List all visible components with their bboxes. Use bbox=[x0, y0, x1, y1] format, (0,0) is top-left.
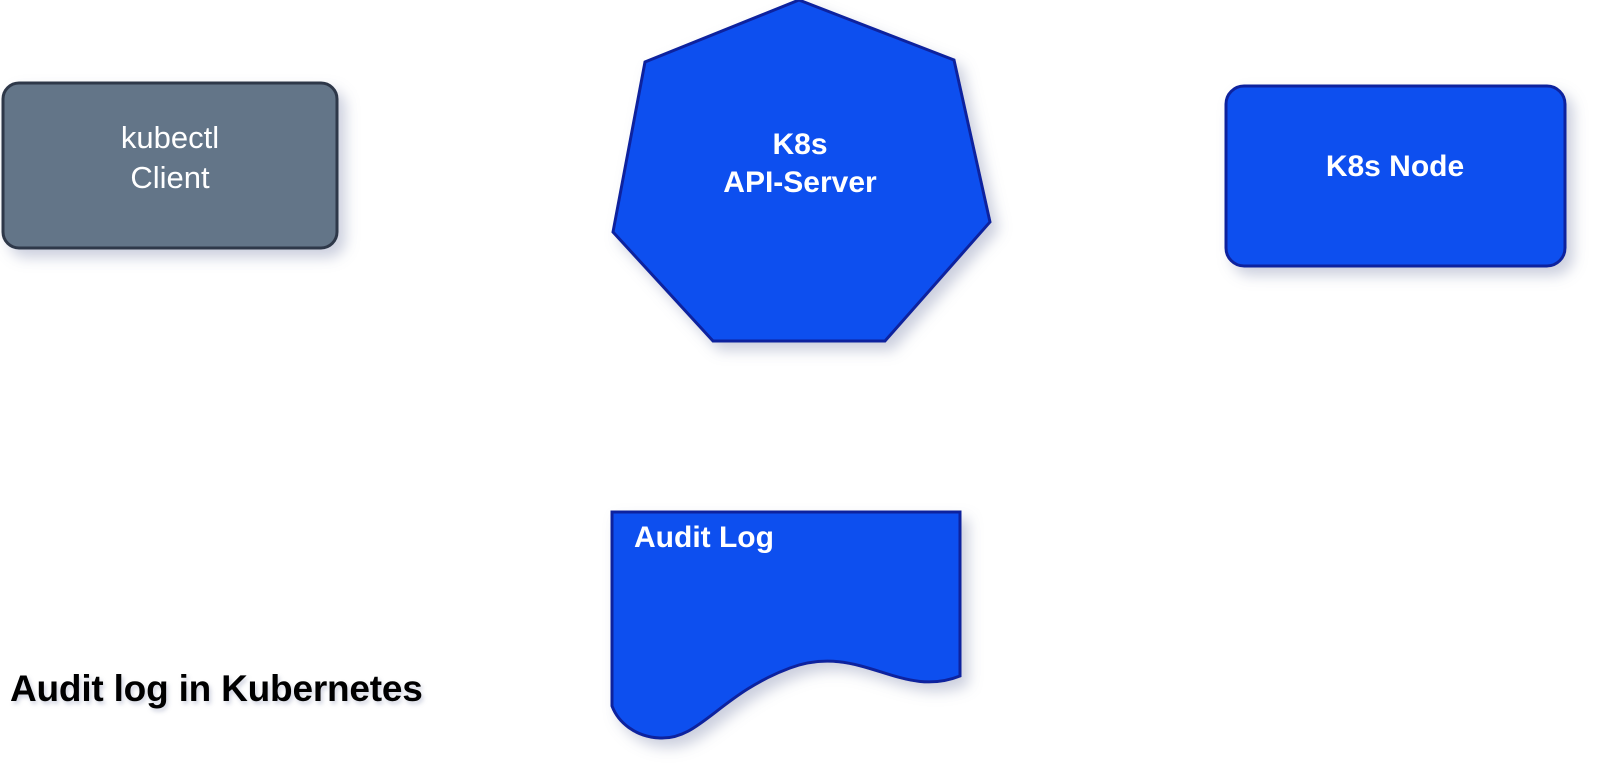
k8s-node-shape[interactable] bbox=[1224, 84, 1567, 268]
node-kubectl-client[interactable] bbox=[1, 81, 339, 250]
diagram-caption: Audit log in Kubernetes bbox=[10, 668, 423, 709]
audit-log-shape[interactable] bbox=[610, 510, 962, 740]
node-k8s-node[interactable] bbox=[1224, 84, 1567, 268]
node-audit-log[interactable] bbox=[610, 510, 962, 740]
node-k8s-api-server[interactable] bbox=[611, 0, 992, 343]
kubectl-client-shape[interactable] bbox=[1, 81, 339, 250]
k8s-api-server-shape[interactable] bbox=[611, 0, 992, 343]
